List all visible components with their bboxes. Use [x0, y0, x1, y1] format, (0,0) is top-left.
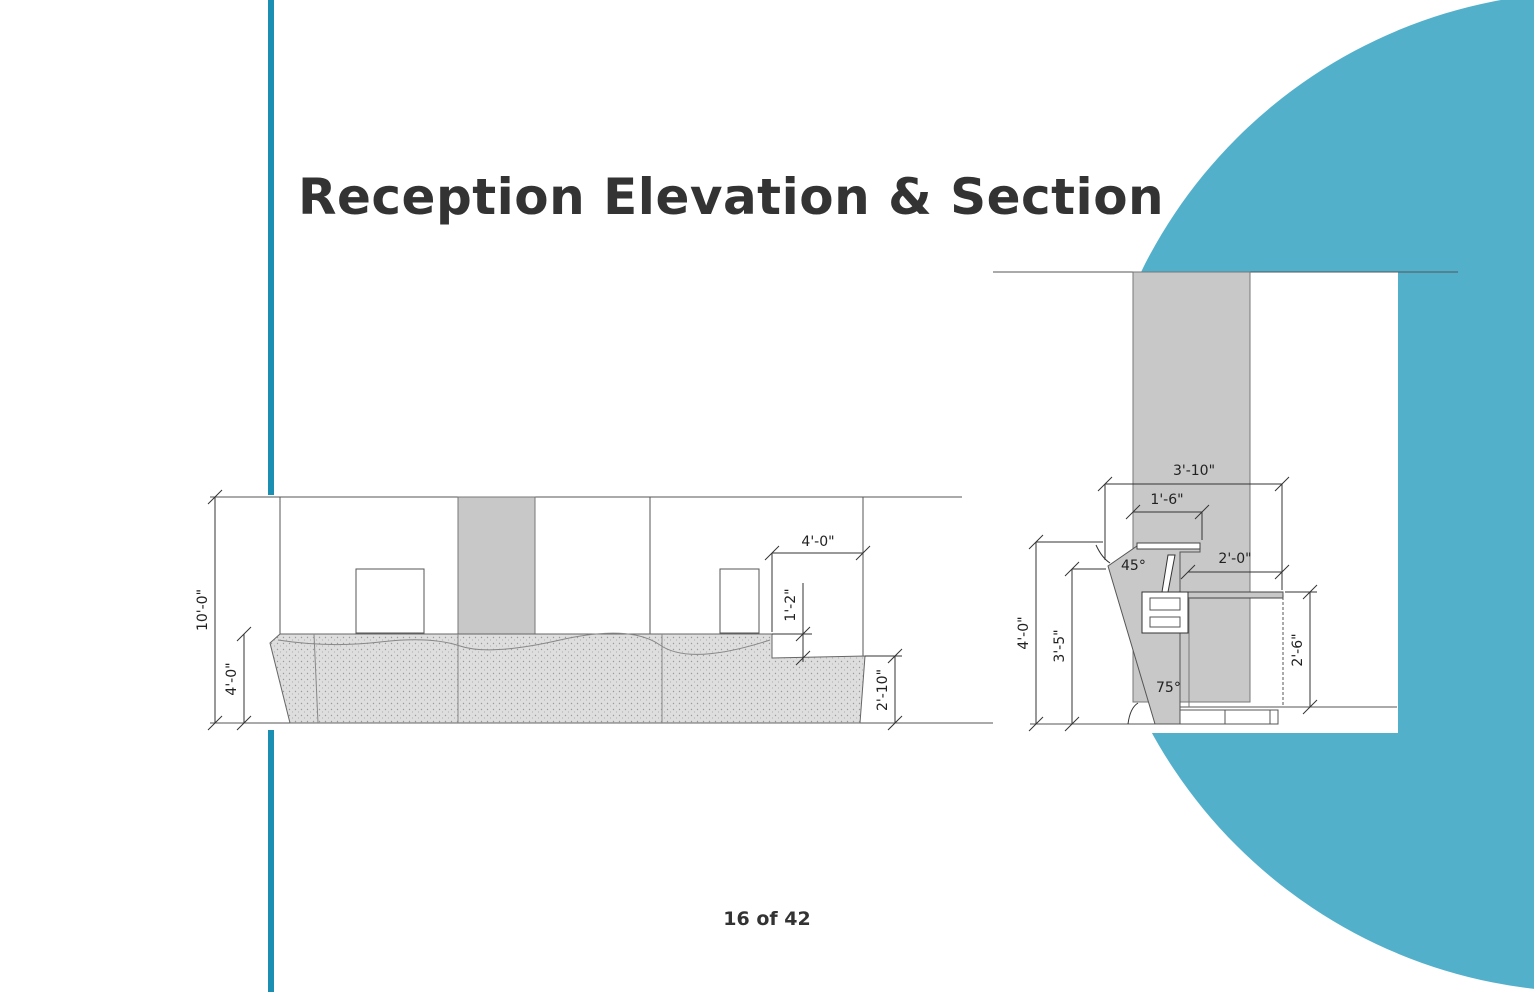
angle-arc-top: [1095, 544, 1111, 564]
support-arm: [1161, 554, 1176, 593]
angle-base-label: 75°: [1156, 680, 1181, 696]
dim-ada-height-label: 2'-10": [875, 669, 891, 711]
desk-seam: [313, 633, 319, 724]
support-bracket-slot: [1149, 616, 1181, 628]
dim-counter-height-label: 3'-5": [1052, 629, 1068, 662]
dim-transaction-width-label: 4'-0": [801, 534, 834, 550]
page-title: Reception Elevation & Section: [298, 168, 1165, 226]
dim-transaction-drop: 1'-2": [772, 583, 812, 666]
dim-work-depth: 2'-0": [1180, 551, 1290, 580]
page-number: 16 of 42: [723, 908, 811, 930]
dim-total-height-label: 10'-0": [195, 589, 211, 631]
dim-work-height-label: 2'-6": [1290, 633, 1306, 666]
work-surface: [1179, 591, 1284, 599]
dim-transaction-depth-label: 1'-6": [1150, 492, 1183, 508]
dim-work-depth-label: 2'-0": [1218, 551, 1251, 567]
column: [457, 496, 536, 635]
dim-work-height: 2'-6": [1285, 584, 1318, 715]
dim-section-height: 4'-0": [1016, 534, 1103, 732]
reception-section: [993, 271, 1458, 725]
dim-section-height-label: 4'-0": [1016, 616, 1032, 649]
base-kick: [1179, 709, 1279, 725]
dim-ada-height: 2'-10": [865, 648, 903, 731]
dim-desk-height-label: 4'-0": [224, 662, 240, 695]
transaction-top: [1136, 542, 1201, 550]
angle-arc-base: [1127, 702, 1139, 725]
dim-transaction-depth: 1'-6": [1125, 492, 1210, 540]
left-accent-rule-lower: [268, 730, 274, 992]
dim-counter-height: 3'-5": [1052, 561, 1106, 732]
support-bracket-slot: [1149, 597, 1181, 611]
reception-elevation: [210, 496, 993, 724]
dim-transaction-drop-label: 1'-2": [783, 588, 799, 621]
angle-top-label: 45°: [1121, 558, 1146, 574]
wall-panel: [355, 568, 425, 634]
dim-overall-depth-label: 3'-10": [1173, 463, 1215, 479]
dim-total-height: 10'-0": [195, 489, 223, 731]
reception-desk: [269, 633, 866, 724]
wall-panel: [719, 568, 760, 634]
dim-desk-height: 4'-0": [224, 626, 252, 731]
left-accent-rule: [268, 0, 274, 495]
desk-edge-detail: [277, 632, 771, 655]
dim-transaction-width: 4'-0": [764, 534, 871, 632]
